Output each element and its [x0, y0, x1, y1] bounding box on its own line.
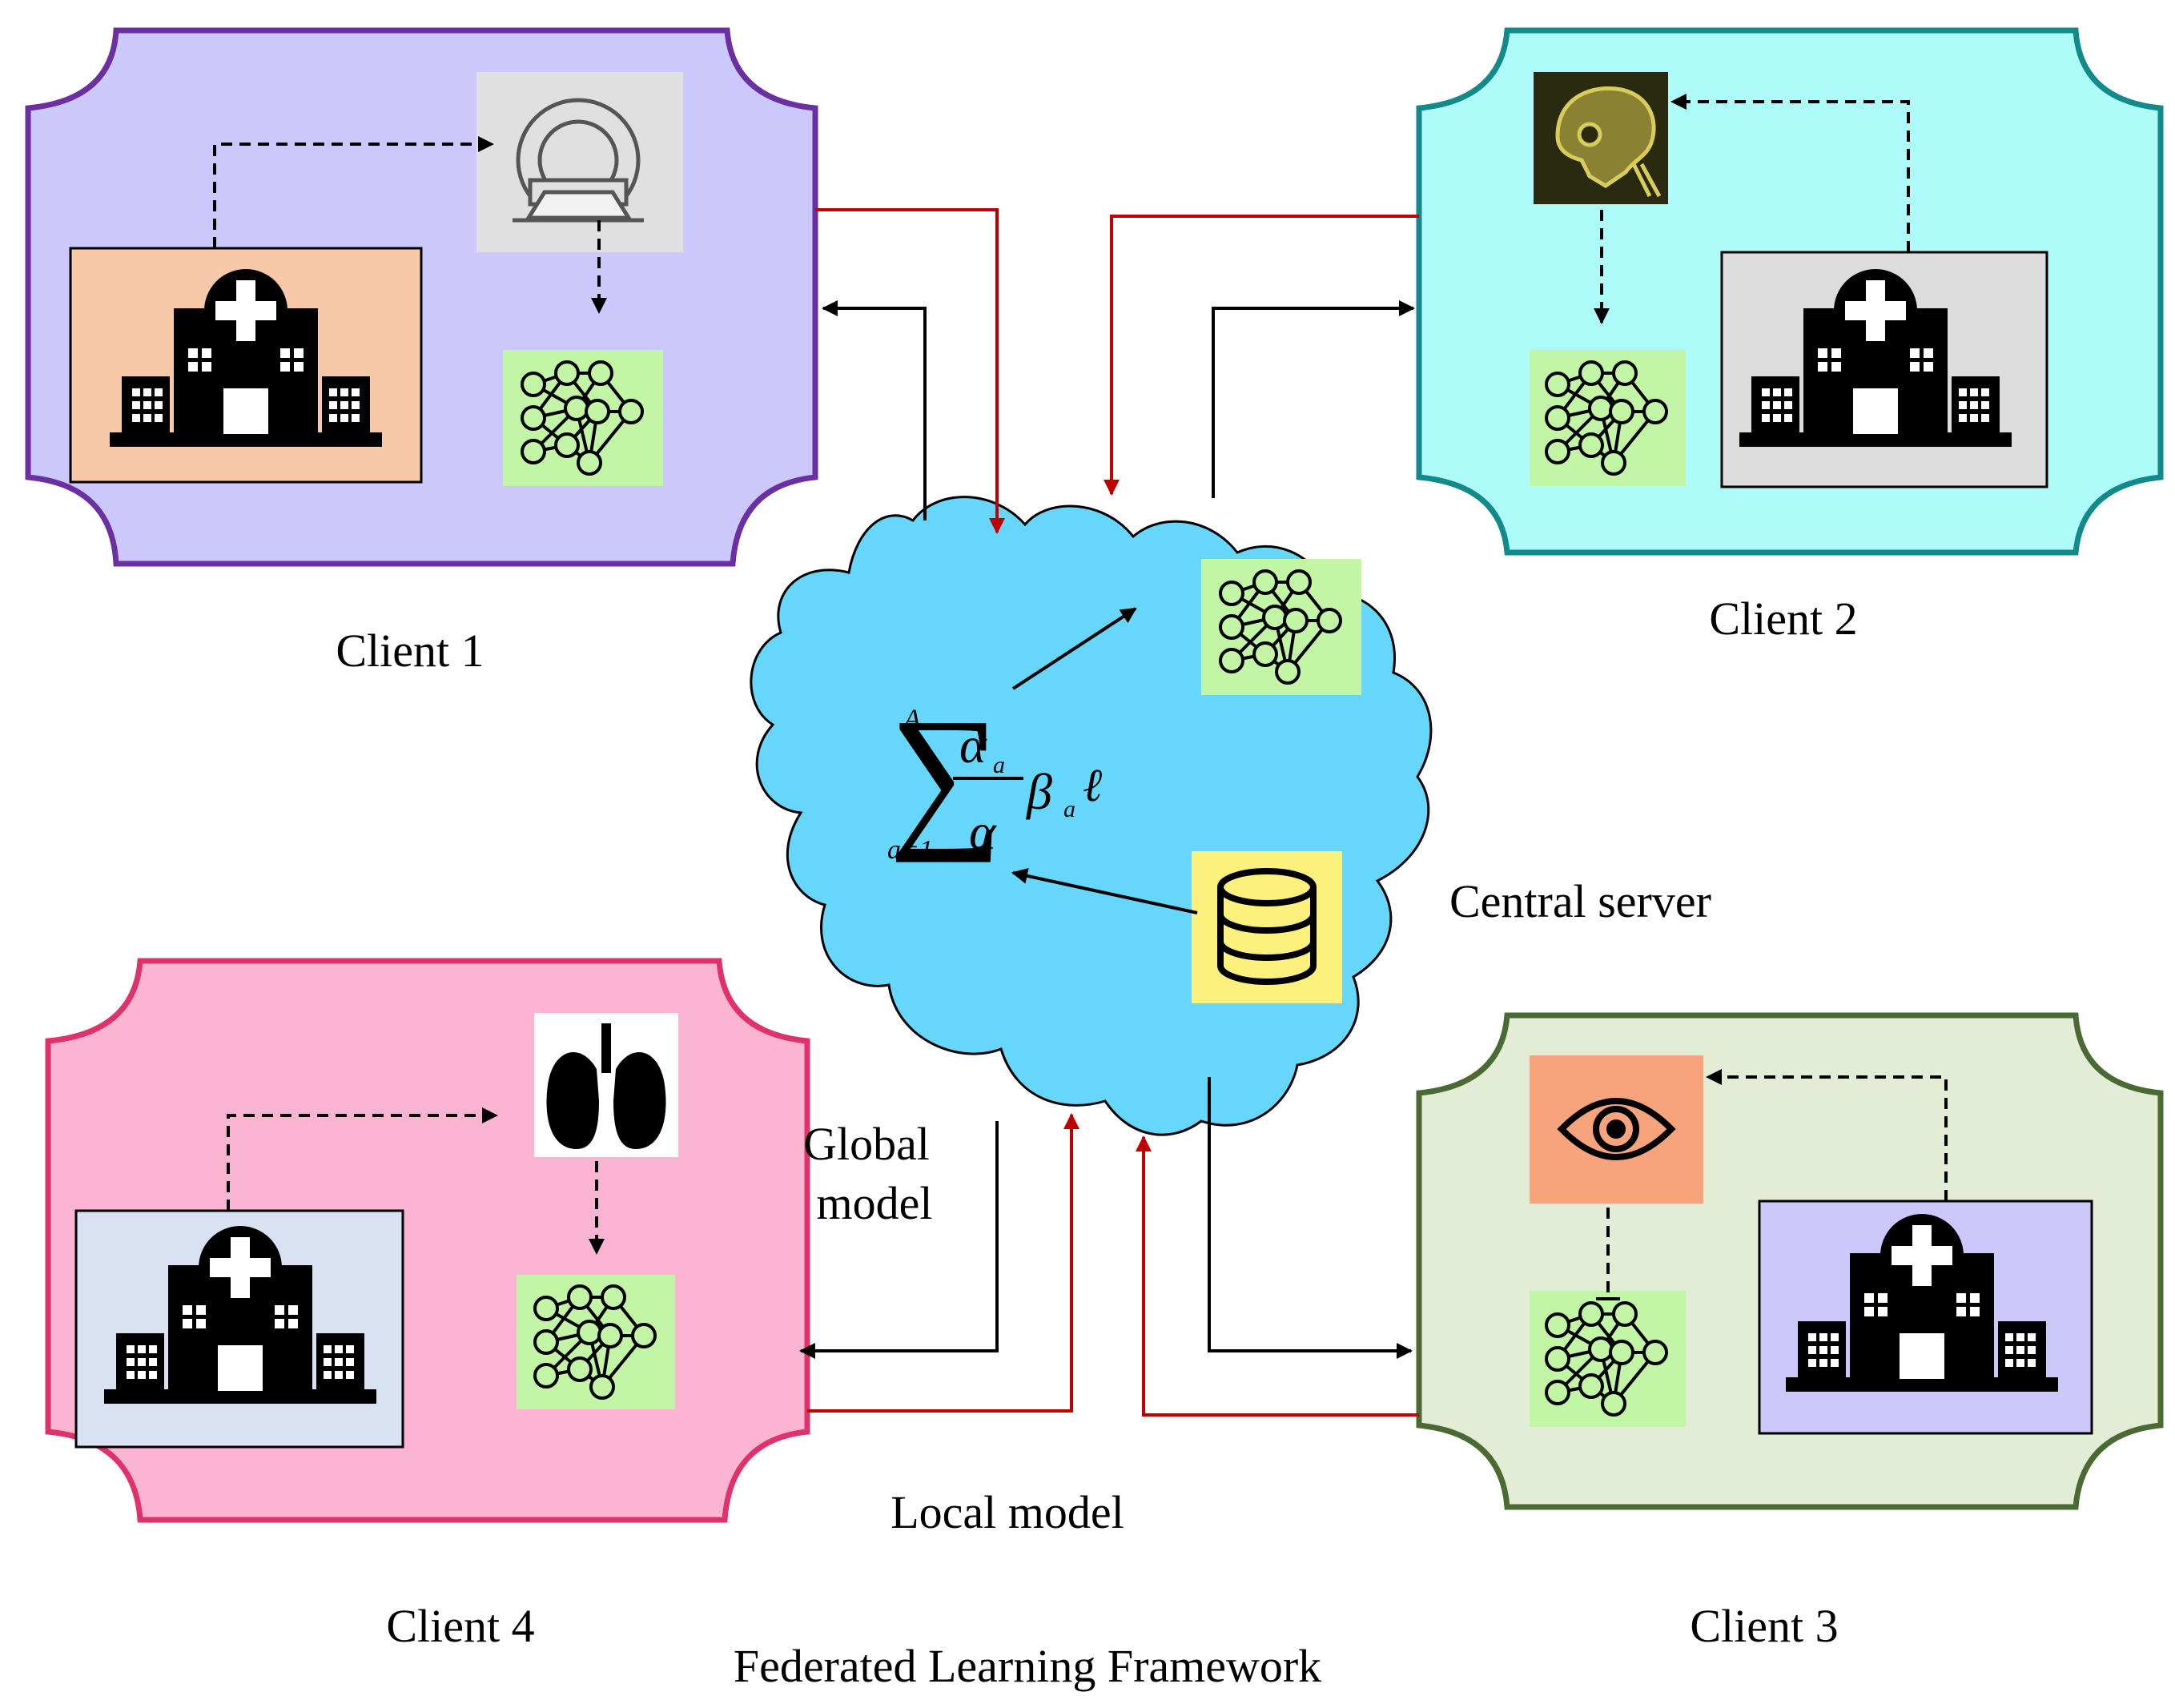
- sum-upper-limit: A: [902, 703, 922, 735]
- client-3-global-model-arrow: [1208, 1077, 1413, 1359]
- client-2-panel: [1416, 27, 2164, 556]
- ell-symbol: ℓ: [1083, 759, 1102, 811]
- client-2-global-model-arrow: [1212, 300, 1415, 498]
- client-2-local-update-arrow: [1104, 215, 1419, 496]
- client-4-panel: [45, 958, 810, 1523]
- sum-symbol: ∑: [889, 686, 1003, 863]
- client-4-local-update-arrow: [807, 1113, 1079, 1413]
- skull-xray-icon: [1555, 86, 1662, 198]
- client-4-global-model-arrow: [799, 1121, 999, 1359]
- local-model-label: Local model: [891, 1486, 1124, 1538]
- numerator-alpha: α: [959, 717, 987, 774]
- beta-subscript: a: [1063, 796, 1075, 822]
- client-2-data-arrow: [1670, 94, 1910, 252]
- lungs-icon: [546, 1023, 666, 1149]
- client-4-data-arrow: [227, 1107, 498, 1211]
- beta-symbol: β: [1025, 763, 1052, 820]
- client-3-local-update-arrow: [1136, 1135, 1419, 1417]
- client-1-global-model-arrow: [822, 300, 927, 520]
- mri-scanner-icon: [513, 98, 644, 223]
- client-3-panel: [1416, 1012, 2164, 1510]
- server-database-box: [1192, 851, 1342, 1003]
- client-3-data-arrow: [1706, 1069, 1948, 1201]
- global-model-label-line1: Global: [803, 1118, 930, 1170]
- central-server-label: Central server: [1449, 875, 1711, 927]
- formula-to-model-arrow: [1011, 607, 1137, 690]
- client-1-panel: [25, 27, 818, 567]
- database-to-formula-arrow: [1011, 868, 1198, 914]
- client-4-label: Client 4: [386, 1600, 534, 1652]
- eye-icon: [1557, 1098, 1676, 1160]
- client-2-label: Client 2: [1709, 593, 1857, 645]
- denominator-alpha: α: [969, 803, 997, 860]
- global-model-label-line2: model: [817, 1177, 933, 1229]
- database-icon: [1217, 868, 1317, 985]
- numerator-subscript: a: [993, 752, 1005, 778]
- aggregation-formula: ∑ A a=1 α a α β a ℓ: [887, 686, 1102, 865]
- client-1-label: Client 1: [336, 625, 484, 677]
- sum-lower-limit: a=1: [887, 835, 933, 865]
- server-model-box: [1201, 559, 1361, 695]
- figure-title: Federated Learning Framework: [734, 1640, 1321, 1692]
- client-1-local-update-arrow: [815, 208, 1005, 534]
- client-3-label: Client 3: [1690, 1600, 1838, 1652]
